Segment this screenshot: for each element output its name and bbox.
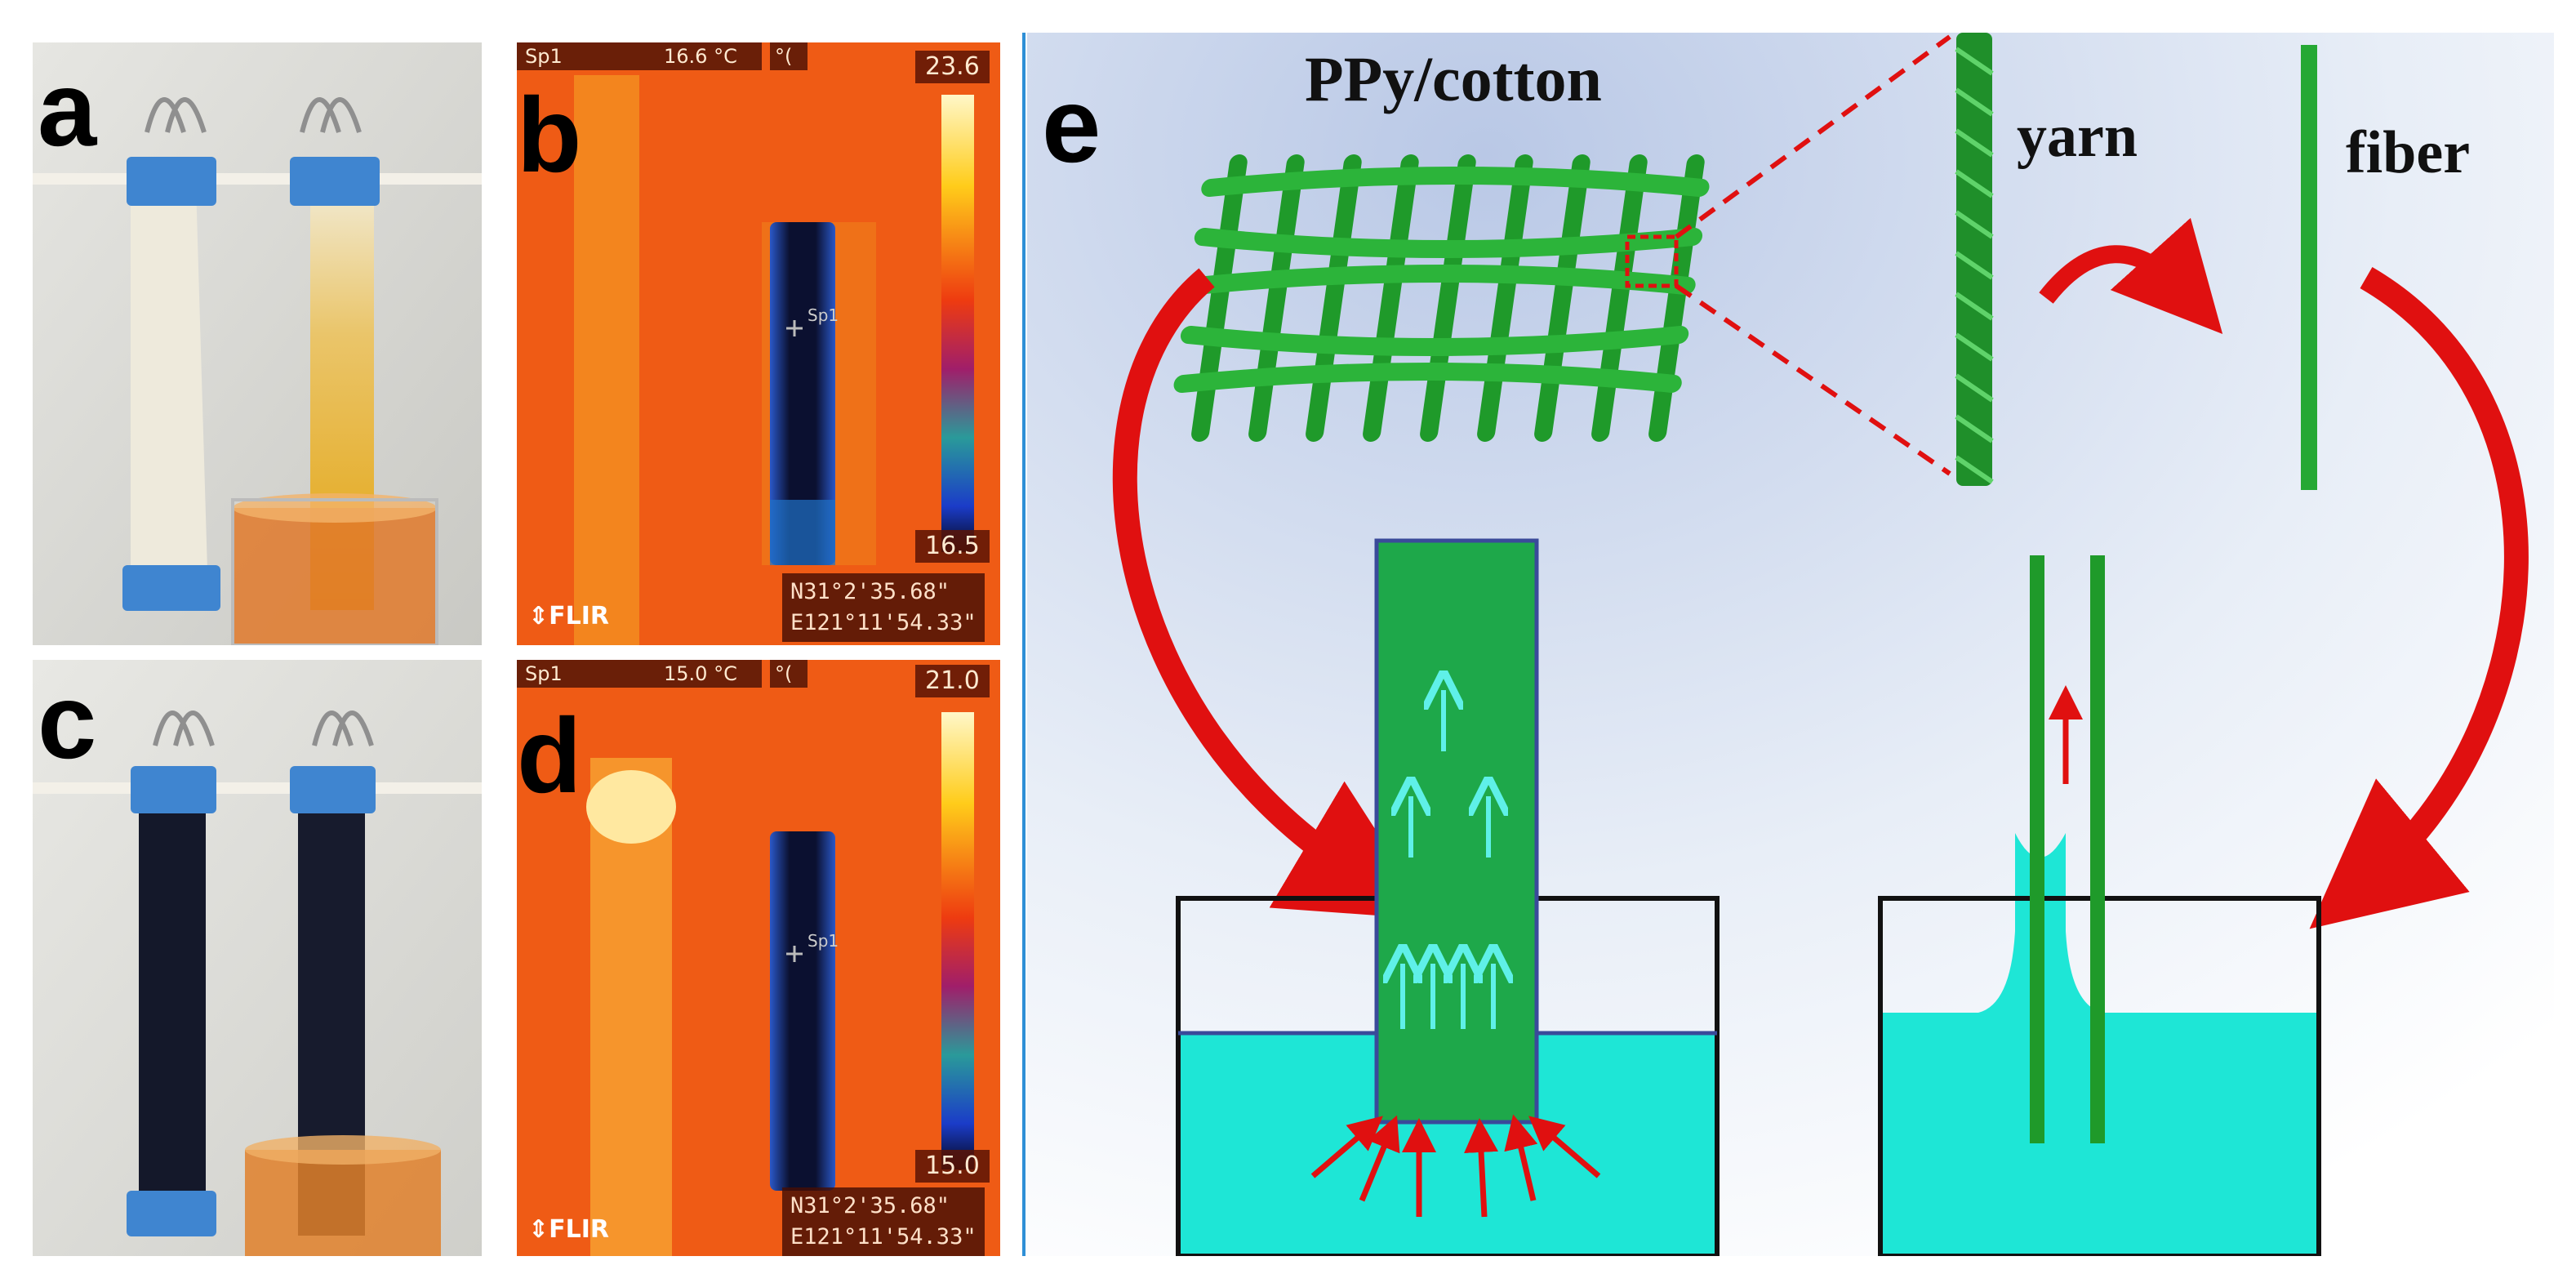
scale-min: 15.0 bbox=[915, 1150, 990, 1183]
unit-readout: °( bbox=[770, 42, 808, 70]
fiber-label: fiber bbox=[2346, 119, 2471, 186]
fiber-beaker bbox=[1878, 555, 2321, 1256]
panel-d-thermal: Sp1 15.0 °C °( 21.0 15.0 Sp1 ⇕FLIR N31°2… bbox=[517, 660, 1000, 1256]
panel-c-photo: c bbox=[33, 660, 482, 1256]
panel-letter-c: c bbox=[38, 662, 97, 781]
unit-readout: °( bbox=[770, 660, 808, 688]
scale-max: 23.6 bbox=[915, 51, 990, 83]
spot-label: Sp1 bbox=[525, 45, 563, 68]
fiber-drawing bbox=[2301, 45, 2317, 490]
panel-letter-d: d bbox=[517, 696, 582, 815]
spot-readout-bar: Sp1 15.0 °C bbox=[517, 660, 762, 688]
scale-max: 21.0 bbox=[915, 665, 990, 697]
panel-divider bbox=[1022, 33, 1026, 1256]
yarn-label: yarn bbox=[2017, 103, 2138, 170]
flir-logo: ⇕FLIR bbox=[528, 1215, 610, 1244]
spot-temperature: 16.6 °C bbox=[664, 45, 737, 68]
spot-marker-label: Sp1 bbox=[808, 305, 839, 325]
panel-letter-a: a bbox=[38, 49, 97, 168]
yarn-drawing bbox=[1955, 33, 1994, 486]
panel-a-photo: a bbox=[33, 42, 482, 645]
gps-coordinates: N31°2'35.68" E121°11'54.33" bbox=[782, 573, 985, 642]
spot-marker-label: Sp1 bbox=[808, 931, 839, 951]
fabric-title: PPy/cotton bbox=[1305, 43, 1602, 114]
panel-b-thermal: Sp1 16.6 °C °( 23.6 16.5 Sp1 ⇕FLIR N31°2… bbox=[517, 42, 1000, 645]
spot-readout-bar: Sp1 16.6 °C bbox=[517, 42, 762, 70]
flir-icon: ⇕ bbox=[528, 602, 549, 630]
panel-e-schematic: e PPy/cotton yarn fiber bbox=[1027, 33, 2554, 1256]
ppy-cotton-fabric bbox=[1173, 154, 1710, 442]
wicking-schematic bbox=[1027, 33, 2554, 1256]
photo-clip-strips-black bbox=[33, 660, 482, 1256]
scale-min: 16.5 bbox=[915, 530, 990, 563]
spot-temperature: 15.0 °C bbox=[664, 662, 737, 685]
gps-coordinates: N31°2'35.68" E121°11'54.33" bbox=[782, 1187, 985, 1256]
fabric-beaker bbox=[1176, 538, 1720, 1256]
thermal-image-b bbox=[517, 42, 1000, 645]
panel-letter-b: b bbox=[517, 75, 582, 194]
flir-logo: ⇕FLIR bbox=[528, 602, 610, 630]
spot-label: Sp1 bbox=[525, 662, 563, 685]
photo-clip-strips-white bbox=[33, 42, 482, 645]
flir-icon: ⇕ bbox=[528, 1215, 549, 1244]
panel-letter-e: e bbox=[1042, 65, 1101, 185]
